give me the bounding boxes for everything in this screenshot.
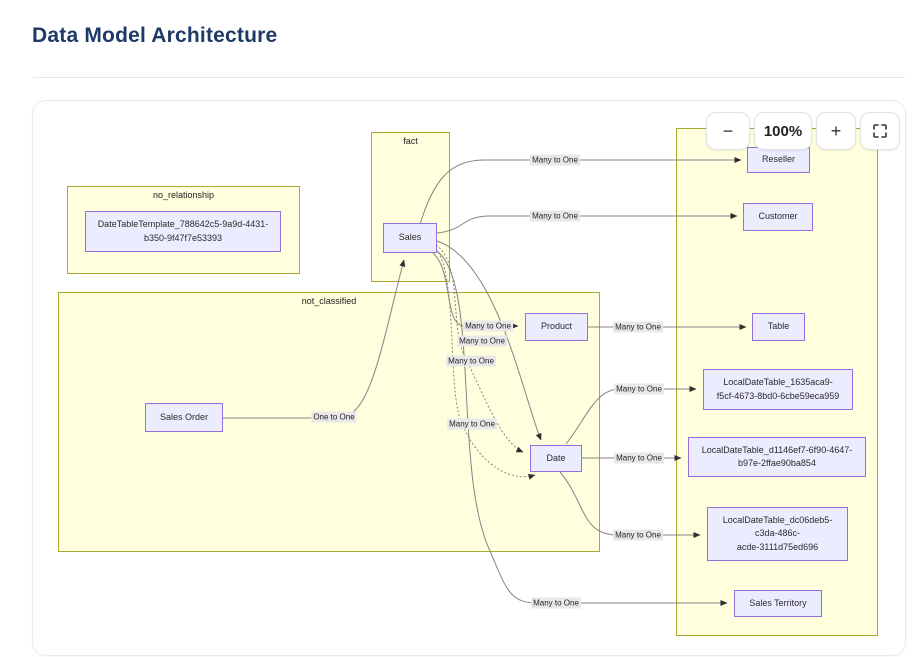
- edge-label-date_localdatetable_d1146: Many to One: [614, 452, 664, 464]
- edge-label-sales_product: Many to One: [463, 320, 513, 332]
- node-table: Table: [752, 313, 805, 341]
- edge-label-product_table: Many to One: [613, 321, 663, 333]
- header-divider: [33, 77, 905, 78]
- node-customer: Customer: [743, 203, 813, 231]
- node-sales_territory: Sales Territory: [734, 590, 822, 617]
- node-localdatetable_dc06: LocalDateTable_dc06deb5- c3da-486c- acde…: [707, 507, 848, 561]
- cluster-label-fact: fact: [403, 136, 418, 146]
- edge-label-sales_date_1: Many to One: [457, 335, 507, 347]
- cluster-label-no_relationship: no_relationship: [152, 190, 215, 200]
- zoom-level-display[interactable]: 100%: [754, 112, 812, 150]
- cluster-label-not_classified: not_classified: [301, 296, 357, 306]
- edge-label-date_localdatetable_dc06: Many to One: [613, 529, 663, 541]
- zoom-out-button[interactable]: −: [706, 112, 750, 150]
- edge-label-sales_date_2: Many to One: [446, 355, 496, 367]
- edge-label-sales_date_3: Many to One: [447, 418, 497, 430]
- node-sales: Sales: [383, 223, 437, 253]
- node-reseller: Reseller: [747, 147, 810, 173]
- node-localdatetable_d1146: LocalDateTable_d1146ef7-6f90-4647- b97e-…: [688, 437, 866, 477]
- node-sales_order: Sales Order: [145, 403, 223, 432]
- edge-label-sales_customer: Many to One: [530, 210, 580, 222]
- edge-label-sales_sales_territory: Many to One: [531, 597, 581, 609]
- edge-label-date_localdatetable_1635: Many to One: [614, 383, 664, 395]
- node-localdatetable_1635: LocalDateTable_1635aca9- f5cf-4673-8bd0-…: [703, 369, 853, 410]
- cluster-fact: fact: [371, 132, 450, 282]
- fullscreen-icon: [873, 124, 887, 138]
- node-datetabletemplate: DateTableTemplate_788642c5-9a9d-4431- b3…: [85, 211, 281, 252]
- zoom-in-button[interactable]: +: [816, 112, 856, 150]
- edge-label-sales_reseller: Many to One: [530, 154, 580, 166]
- edge-label-sales_order_sales: One to One: [311, 411, 357, 423]
- page-title: Data Model Architecture: [32, 24, 278, 47]
- node-product: Product: [525, 313, 588, 341]
- fullscreen-button[interactable]: [860, 112, 900, 150]
- node-date: Date: [530, 445, 582, 472]
